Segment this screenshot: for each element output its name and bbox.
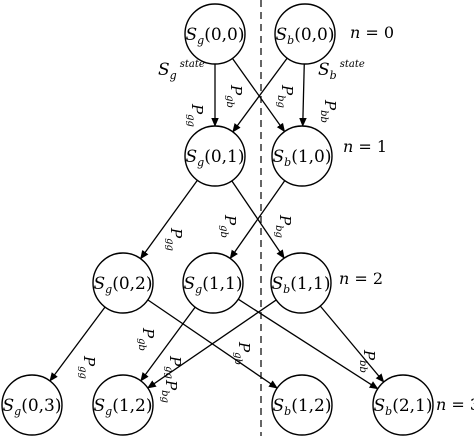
- prob-label-gb: Pgb: [232, 341, 253, 365]
- edge-sb11-sb21: [319, 305, 385, 383]
- sg-state-label: Sgstate: [158, 59, 205, 82]
- state-circle: [270, 252, 332, 314]
- state-circle: [1, 374, 63, 436]
- state-node-sg11: Sg(1,1): [182, 252, 244, 314]
- prob-label-gb: Pgb: [218, 214, 239, 238]
- state-node-sg00: Sg(0,0): [184, 3, 246, 65]
- state-circle: [184, 3, 246, 65]
- prob-label-bg: Pbg: [275, 84, 296, 108]
- state-circle: [184, 125, 246, 187]
- prob-label-gg: Pgg: [77, 355, 98, 379]
- edge-sg01-sg02: [140, 179, 198, 260]
- state-nodes: Sg(0,0) Sb(0,0) Sg(0,1) Sb(1,0) Sg(0,2) Sg(1,…: [1, 3, 434, 436]
- state-node-sb00: Sb(0,0): [274, 3, 336, 65]
- state-node-sb11: Sb(1,1): [270, 252, 332, 314]
- state-label-sg00: Sg(0,0): [185, 25, 244, 47]
- edge-sb00-sg01: [232, 57, 288, 133]
- level-label-2: n = 2: [339, 269, 383, 288]
- state-circle: [182, 252, 244, 314]
- state-circle: [92, 252, 154, 314]
- state-circle: [372, 374, 434, 436]
- edge-sb10-sg11: [229, 180, 286, 260]
- state-label-sg02: Sg(0,2): [93, 274, 152, 296]
- transition-edges: [49, 57, 385, 390]
- state-node-sg01: Sg(0,1): [184, 125, 246, 187]
- state-node-sb12: Sb(1,2): [271, 374, 333, 436]
- state-type-labels: Sgstate Sbstate: [158, 59, 365, 82]
- prob-label-gg: Pgg: [164, 227, 185, 251]
- state-label-sb12: Sb(1,2): [272, 396, 331, 418]
- prob-label-gb: Pgb: [224, 84, 245, 108]
- level-label-0: n = 0: [350, 23, 394, 42]
- state-label-sg03: Sg(0,3): [2, 396, 61, 418]
- level-label-1: n = 1: [343, 137, 387, 156]
- prob-label-bb: Pbb: [357, 349, 378, 373]
- state-circle: [274, 3, 336, 65]
- state-node-sb10: Sb(1,0): [271, 125, 333, 187]
- state-label-sb00: Sb(0,0): [275, 25, 334, 47]
- sb-state-label: Sbstate: [318, 59, 365, 82]
- prob-label-bg: Pbg: [159, 379, 180, 403]
- state-node-sb21: Sb(2,1): [372, 374, 434, 436]
- edge-sg11-sg12: [140, 306, 196, 382]
- prob-label-bb: Pbb: [318, 99, 339, 123]
- prob-label-gg: Pgg: [163, 355, 184, 379]
- state-label-sb10: Sb(1,0): [272, 147, 331, 169]
- state-label-sb21: Sb(2,1): [373, 396, 432, 418]
- state-label-sg12: Sg(1,2): [93, 396, 152, 418]
- state-circle: [271, 125, 333, 187]
- state-label-sg11: Sg(1,1): [183, 274, 242, 296]
- edge-sg02-sg03: [49, 306, 106, 382]
- state-label-sg01: Sg(0,1): [185, 147, 244, 169]
- edge-sb11-sg12: [147, 299, 277, 389]
- prob-label-gg: Pgg: [185, 103, 206, 127]
- state-circle: [271, 374, 333, 436]
- state-node-sg03: Sg(0,3): [1, 374, 63, 436]
- state-label-sb11: Sb(1,1): [271, 274, 330, 296]
- level-labels: n = 0 n = 1 n = 2 n = 3: [339, 23, 474, 414]
- state-node-sg02: Sg(0,2): [92, 252, 154, 314]
- prob-label-bg: Pbg: [273, 214, 294, 238]
- edge-sg00-sb10: [231, 58, 286, 133]
- edge-sb00-sb10: [299, 63, 307, 127]
- level-label-3: n = 3: [436, 395, 474, 414]
- edge-sg11-sb21: [237, 298, 379, 390]
- state-circle: [92, 374, 154, 436]
- state-node-sg12: Sg(1,2): [92, 374, 154, 436]
- prob-label-gb: Pgb: [136, 327, 157, 351]
